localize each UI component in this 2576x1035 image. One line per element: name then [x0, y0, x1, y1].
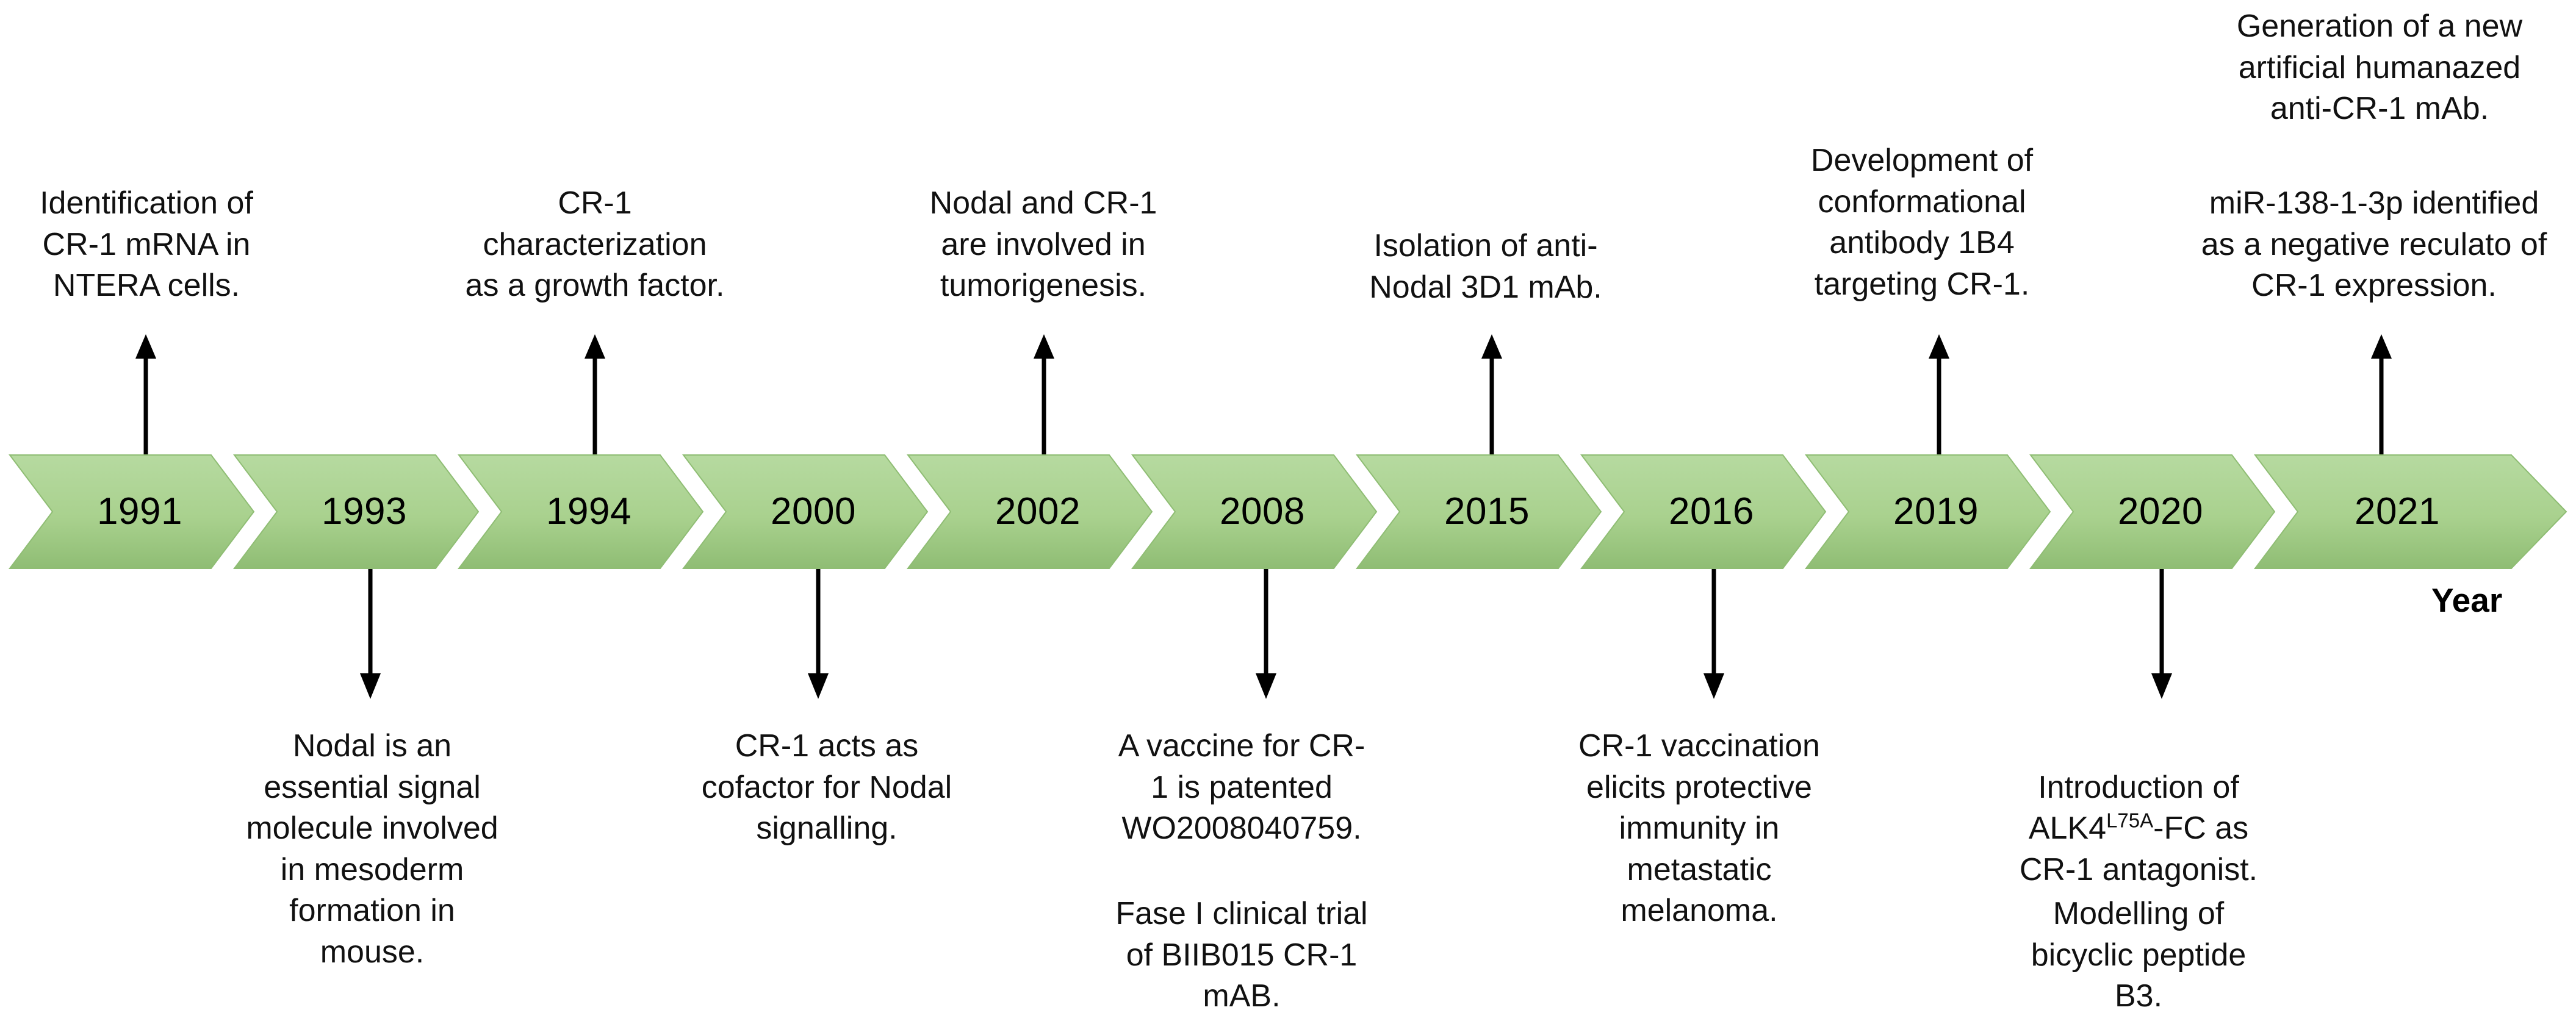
- note-2002: Nodal and CR-1 are involved in tumorigen…: [929, 185, 1157, 304]
- timeline-segment-2016[interactable]: 2016: [1580, 454, 1827, 569]
- note-2020-superscript: L75A: [2106, 809, 2154, 832]
- connector-arrow-up-1991: [132, 334, 160, 460]
- connector-arrow-down-2000: [804, 566, 832, 699]
- note-2000: CR-1 acts as cofactor for Nodal signalli…: [701, 728, 952, 847]
- timeline-segment-2000[interactable]: 2000: [682, 454, 929, 569]
- connector-arrow-down-1993: [356, 566, 384, 699]
- note-2020-primary: Introduction of ALK4L75A-FC as CR-1 anta…: [1995, 726, 2282, 890]
- connector-arrow-down-2008: [1252, 566, 1280, 699]
- timeline-segment-2008[interactable]: 2008: [1131, 454, 1378, 569]
- connector-arrow-down-2016: [1700, 566, 1728, 699]
- note-2015: Isolation of anti- Nodal 3D1 mAb.: [1369, 228, 1602, 305]
- timeline-segment-2019[interactable]: 2019: [1804, 454, 2051, 569]
- note-2021-secondary: miR-138-1-3p identified as a negative re…: [2201, 185, 2547, 304]
- connector-arrow-up-1994: [581, 334, 609, 460]
- connector-arrow-up-2015: [1478, 334, 1506, 460]
- note-2020-text-pre: Introduction of ALK4: [2028, 769, 2239, 847]
- timeline-segment-2015[interactable]: 2015: [1355, 454, 1602, 569]
- timeline-segment-2021[interactable]: 2021: [2253, 454, 2567, 569]
- connector-arrow-down-2020: [2148, 566, 2176, 699]
- axis-label-year: Year: [2431, 581, 2503, 619]
- note-2016: CR-1 vaccination elicits protective immu…: [1578, 728, 1820, 929]
- note-2008-secondary: Fase I clinical trial of BIIB015 CR-1 mA…: [1115, 896, 1368, 1014]
- note-2021-primary: Generation of a new artificial humanazed…: [2236, 9, 2523, 127]
- timeline-segment-2002[interactable]: 2002: [906, 454, 1153, 569]
- connector-arrow-up-2021: [2367, 334, 2395, 460]
- timeline-segment-1991[interactable]: 1991: [8, 454, 255, 569]
- connector-arrow-up-2002: [1030, 334, 1058, 460]
- timeline-segment-1993[interactable]: 1993: [232, 454, 480, 569]
- note-2020-secondary: Modelling of bicyclic peptide B3.: [2031, 896, 2247, 1014]
- note-2020-text-post: -FC as CR-1 antagonist.: [2019, 811, 2258, 887]
- note-2019: Development of conformational antibody 1…: [1810, 143, 2034, 302]
- note-1993: Nodal is an essential signal molecule in…: [246, 728, 498, 970]
- note-1991: Identification of CR-1 mRNA in NTERA cel…: [40, 185, 253, 304]
- note-2008-primary: A vaccine for CR- 1 is patented WO200804…: [1118, 728, 1365, 847]
- timeline-segment-2020[interactable]: 2020: [2029, 454, 2276, 569]
- timeline-axis: 1991 1993 1994 2000 2002: [0, 454, 2576, 569]
- connector-arrow-up-2019: [1925, 334, 1953, 460]
- note-1994: CR-1 characterization as a growth factor…: [465, 185, 725, 304]
- timeline-segment-1994[interactable]: 1994: [457, 454, 704, 569]
